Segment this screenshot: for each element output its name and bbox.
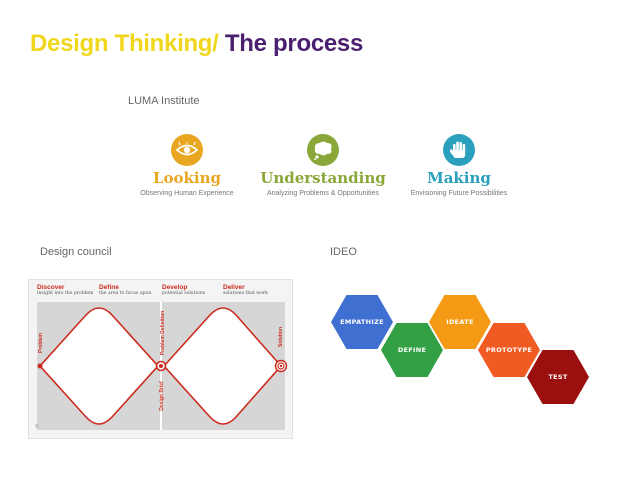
luma-looking: Looking Observing Human Experience: [117, 134, 257, 197]
luma-making-desc: Envisioning Future Possibilities: [410, 190, 508, 197]
phase-title: Develop: [162, 284, 188, 291]
luma-understanding-name: Understanding: [260, 169, 386, 187]
hex-label: PROTOTYPE: [485, 346, 533, 354]
phase-subtitle: solutions that work: [223, 291, 268, 296]
hex-define: DEFINE: [381, 323, 443, 377]
problem-node: [37, 363, 43, 369]
luma-making-name: Making: [427, 169, 491, 187]
hex-prototype: PROTOTYPE: [478, 323, 540, 377]
side-label-solution: Solution: [278, 327, 284, 347]
hex-label: DEFINE: [397, 346, 427, 354]
design-council-label: Design council: [40, 246, 112, 258]
hex-ideate: IDEATE: [429, 295, 491, 349]
hex-test: TEST: [527, 350, 589, 404]
luma-understanding-desc: Analyzing Problems & Opportunities: [266, 190, 380, 197]
side-label-design-brief: Design Brief: [159, 381, 165, 411]
eye-icon: [171, 134, 203, 166]
phase-title: Discover: [37, 284, 65, 291]
title-part-design-thinking: Design Thinking/: [30, 30, 219, 57]
side-label-problem-definition: Problem Definition: [160, 310, 166, 356]
phase-title: Define: [99, 284, 119, 291]
hex-empathize: EMPATHIZE: [331, 295, 393, 349]
luma-understanding: Understanding Analyzing Problems & Oppor…: [253, 134, 393, 197]
phase-deliver: Deliver solutions that work: [223, 284, 285, 296]
title-part-the-process: The process: [224, 30, 364, 57]
phase-subtitle: insight into the problem: [37, 291, 94, 296]
side-label-problem: Problem: [38, 333, 44, 354]
phase-title: Deliver: [223, 284, 245, 291]
luma-making: Making Envisioning Future Possibilities: [389, 134, 529, 197]
phase-subtitle: the area to focus upon: [99, 291, 152, 296]
double-diamond-svg: [37, 302, 288, 430]
phase-define: Define the area to focus upon: [99, 284, 161, 296]
phase-develop: Develop potential solutions: [162, 284, 224, 296]
page-title: Design Thinking/ The process: [30, 30, 363, 58]
copyright-mark: ©: [35, 424, 39, 430]
luma-label: LUMA Institute: [128, 95, 200, 107]
hex-label: IDEATE: [446, 318, 474, 326]
double-diamond-diagram: Discover insight into the problem Define…: [28, 279, 293, 439]
phase-subtitle: potential solutions: [162, 291, 206, 296]
hex-label: EMPATHIZE: [340, 318, 384, 326]
hex-label: TEST: [548, 373, 568, 381]
hand-icon: [443, 134, 475, 166]
phase-discover: Discover insight into the problem: [37, 284, 107, 296]
ideo-label: IDEO: [330, 246, 357, 258]
luma-looking-name: Looking: [152, 169, 222, 187]
speech-bubble-icon: [307, 134, 339, 166]
luma-looking-desc: Observing Human Experience: [140, 190, 234, 197]
